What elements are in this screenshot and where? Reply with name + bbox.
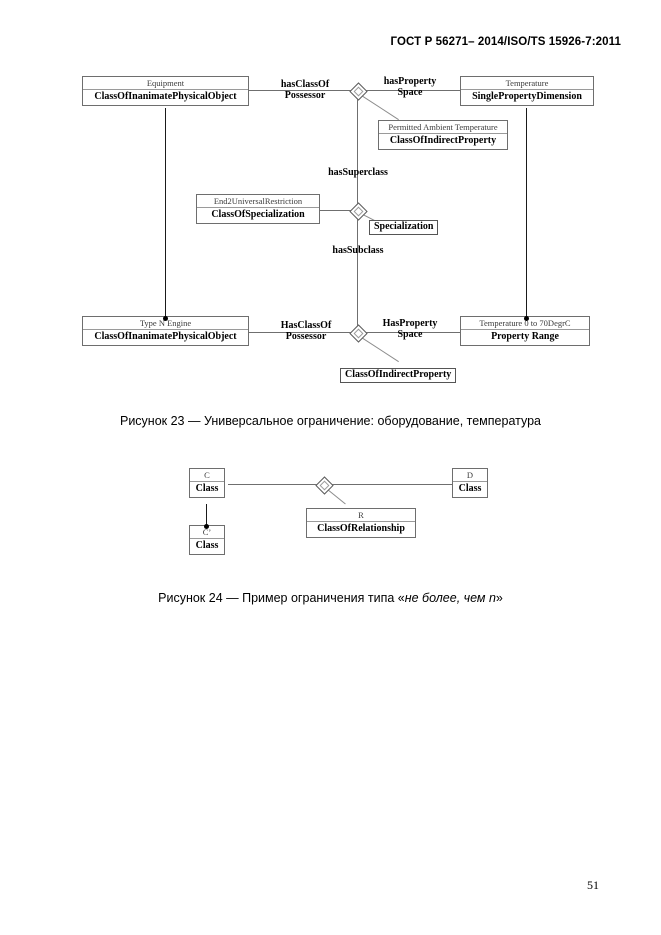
diamond-connector-2 bbox=[349, 202, 368, 221]
node-temperature-title: Temperature bbox=[461, 77, 593, 91]
edge-diamond-3-to-property-range bbox=[357, 332, 460, 333]
page-number: 51 bbox=[587, 878, 599, 892]
edge-label-has-class-of-possessor-bottom: HasClassOf Possessor bbox=[280, 320, 332, 343]
node-permitted-ambient-temperature-type: ClassOfIndirectProperty bbox=[389, 135, 497, 147]
figure-24-caption-emphasis: не более, чем n bbox=[404, 591, 496, 605]
edge-diamond-1-to-temperature bbox=[357, 90, 460, 91]
node-equipment: Equipment ClassOfInanimatePhysicalObject bbox=[82, 76, 249, 106]
node-class-of-indirect-property-label: ClassOfIndirectProperty bbox=[345, 369, 452, 380]
node-specialization: Specialization bbox=[369, 220, 439, 235]
edge-endpoint-dot-type-n-engine bbox=[163, 316, 168, 321]
node-class-c-type: Class bbox=[195, 483, 219, 495]
edge-temperature-to-property-range bbox=[526, 108, 527, 320]
node-permitted-ambient-temperature-title: Permitted Ambient Temperature bbox=[379, 121, 507, 135]
node-relationship-r-title: R bbox=[307, 509, 415, 523]
node-type-n-engine: Type N Engine ClassOfInanimatePhysicalOb… bbox=[82, 316, 249, 346]
node-equipment-type: ClassOfInanimatePhysicalObject bbox=[94, 91, 237, 103]
node-equipment-title: Equipment bbox=[83, 77, 248, 91]
edge-label-has-superclass: hasSuperclass bbox=[328, 167, 388, 178]
node-temperature-type: SinglePropertyDimension bbox=[472, 91, 582, 103]
node-class-c: C Class bbox=[189, 468, 225, 498]
node-type-n-engine-type: ClassOfInanimatePhysicalObject bbox=[94, 331, 237, 343]
node-relationship-r-type: ClassOfRelationship bbox=[317, 523, 405, 535]
edge-class-c-to-class-d bbox=[228, 484, 452, 485]
node-class-d: D Class bbox=[452, 468, 488, 498]
node-temperature-range-title: Temperature 0 to 70DegrC bbox=[461, 317, 589, 331]
node-end2-universal-restriction-type: ClassOfSpecialization bbox=[211, 209, 305, 221]
node-class-c-prime: C’ Class bbox=[189, 525, 225, 555]
node-end2-universal-restriction: End2UniversalRestriction ClassOfSpeciali… bbox=[196, 194, 320, 224]
node-temperature-range-type: Property Range bbox=[491, 331, 559, 343]
edge-label-has-class-of-possessor-top: hasClassOf Possessor bbox=[280, 79, 330, 102]
node-class-d-title: D bbox=[453, 469, 487, 483]
node-class-d-type: Class bbox=[458, 483, 482, 495]
node-end2-universal-restriction-title: End2UniversalRestriction bbox=[197, 195, 319, 209]
figure-24-caption-suffix: » bbox=[495, 591, 503, 605]
edge-endpoint-dot-property-range bbox=[524, 316, 529, 321]
node-class-of-indirect-property: ClassOfIndirectProperty bbox=[340, 368, 457, 383]
figure-24-caption-prefix: Рисунок 24 — Пример ограничения типа « bbox=[158, 591, 405, 605]
edge-label-has-subclass: hasSubclass bbox=[332, 245, 384, 256]
edge-end2-universal-restriction-to-diamond-2 bbox=[320, 210, 357, 211]
edge-endpoint-dot-class-c-prime bbox=[204, 524, 209, 529]
node-class-c-title: C bbox=[190, 469, 224, 483]
edge-class-c-to-class-c-prime bbox=[206, 504, 207, 526]
figure-24-caption: Рисунок 24 — Пример ограничения типа «не… bbox=[0, 591, 661, 605]
edge-type-n-engine-to-diamond-3 bbox=[249, 332, 357, 333]
node-type-n-engine-title: Type N Engine bbox=[83, 317, 248, 331]
edge-label-has-property-space-bottom: HasProperty Space bbox=[382, 318, 438, 341]
edge-equipment-to-type-n-engine bbox=[165, 108, 166, 320]
edge-label-has-property-space-top: hasProperty Space bbox=[383, 76, 437, 99]
figure-23-caption: Рисунок 23 — Универсальное ограничение: … bbox=[119, 414, 542, 428]
node-specialization-label: Specialization bbox=[374, 221, 434, 232]
node-temperature: Temperature SinglePropertyDimension bbox=[460, 76, 594, 106]
node-class-c-prime-title: C’ bbox=[190, 526, 224, 540]
node-class-c-prime-type: Class bbox=[195, 540, 219, 552]
edge-equipment-to-diamond-1 bbox=[249, 90, 357, 91]
node-permitted-ambient-temperature: Permitted Ambient Temperature ClassOfInd… bbox=[378, 120, 508, 150]
document-header-standard-number: ГОСТ Р 56271– 2014/ISO/TS 15926-7:2011 bbox=[390, 36, 621, 48]
node-relationship-r: R ClassOfRelationship bbox=[306, 508, 416, 538]
